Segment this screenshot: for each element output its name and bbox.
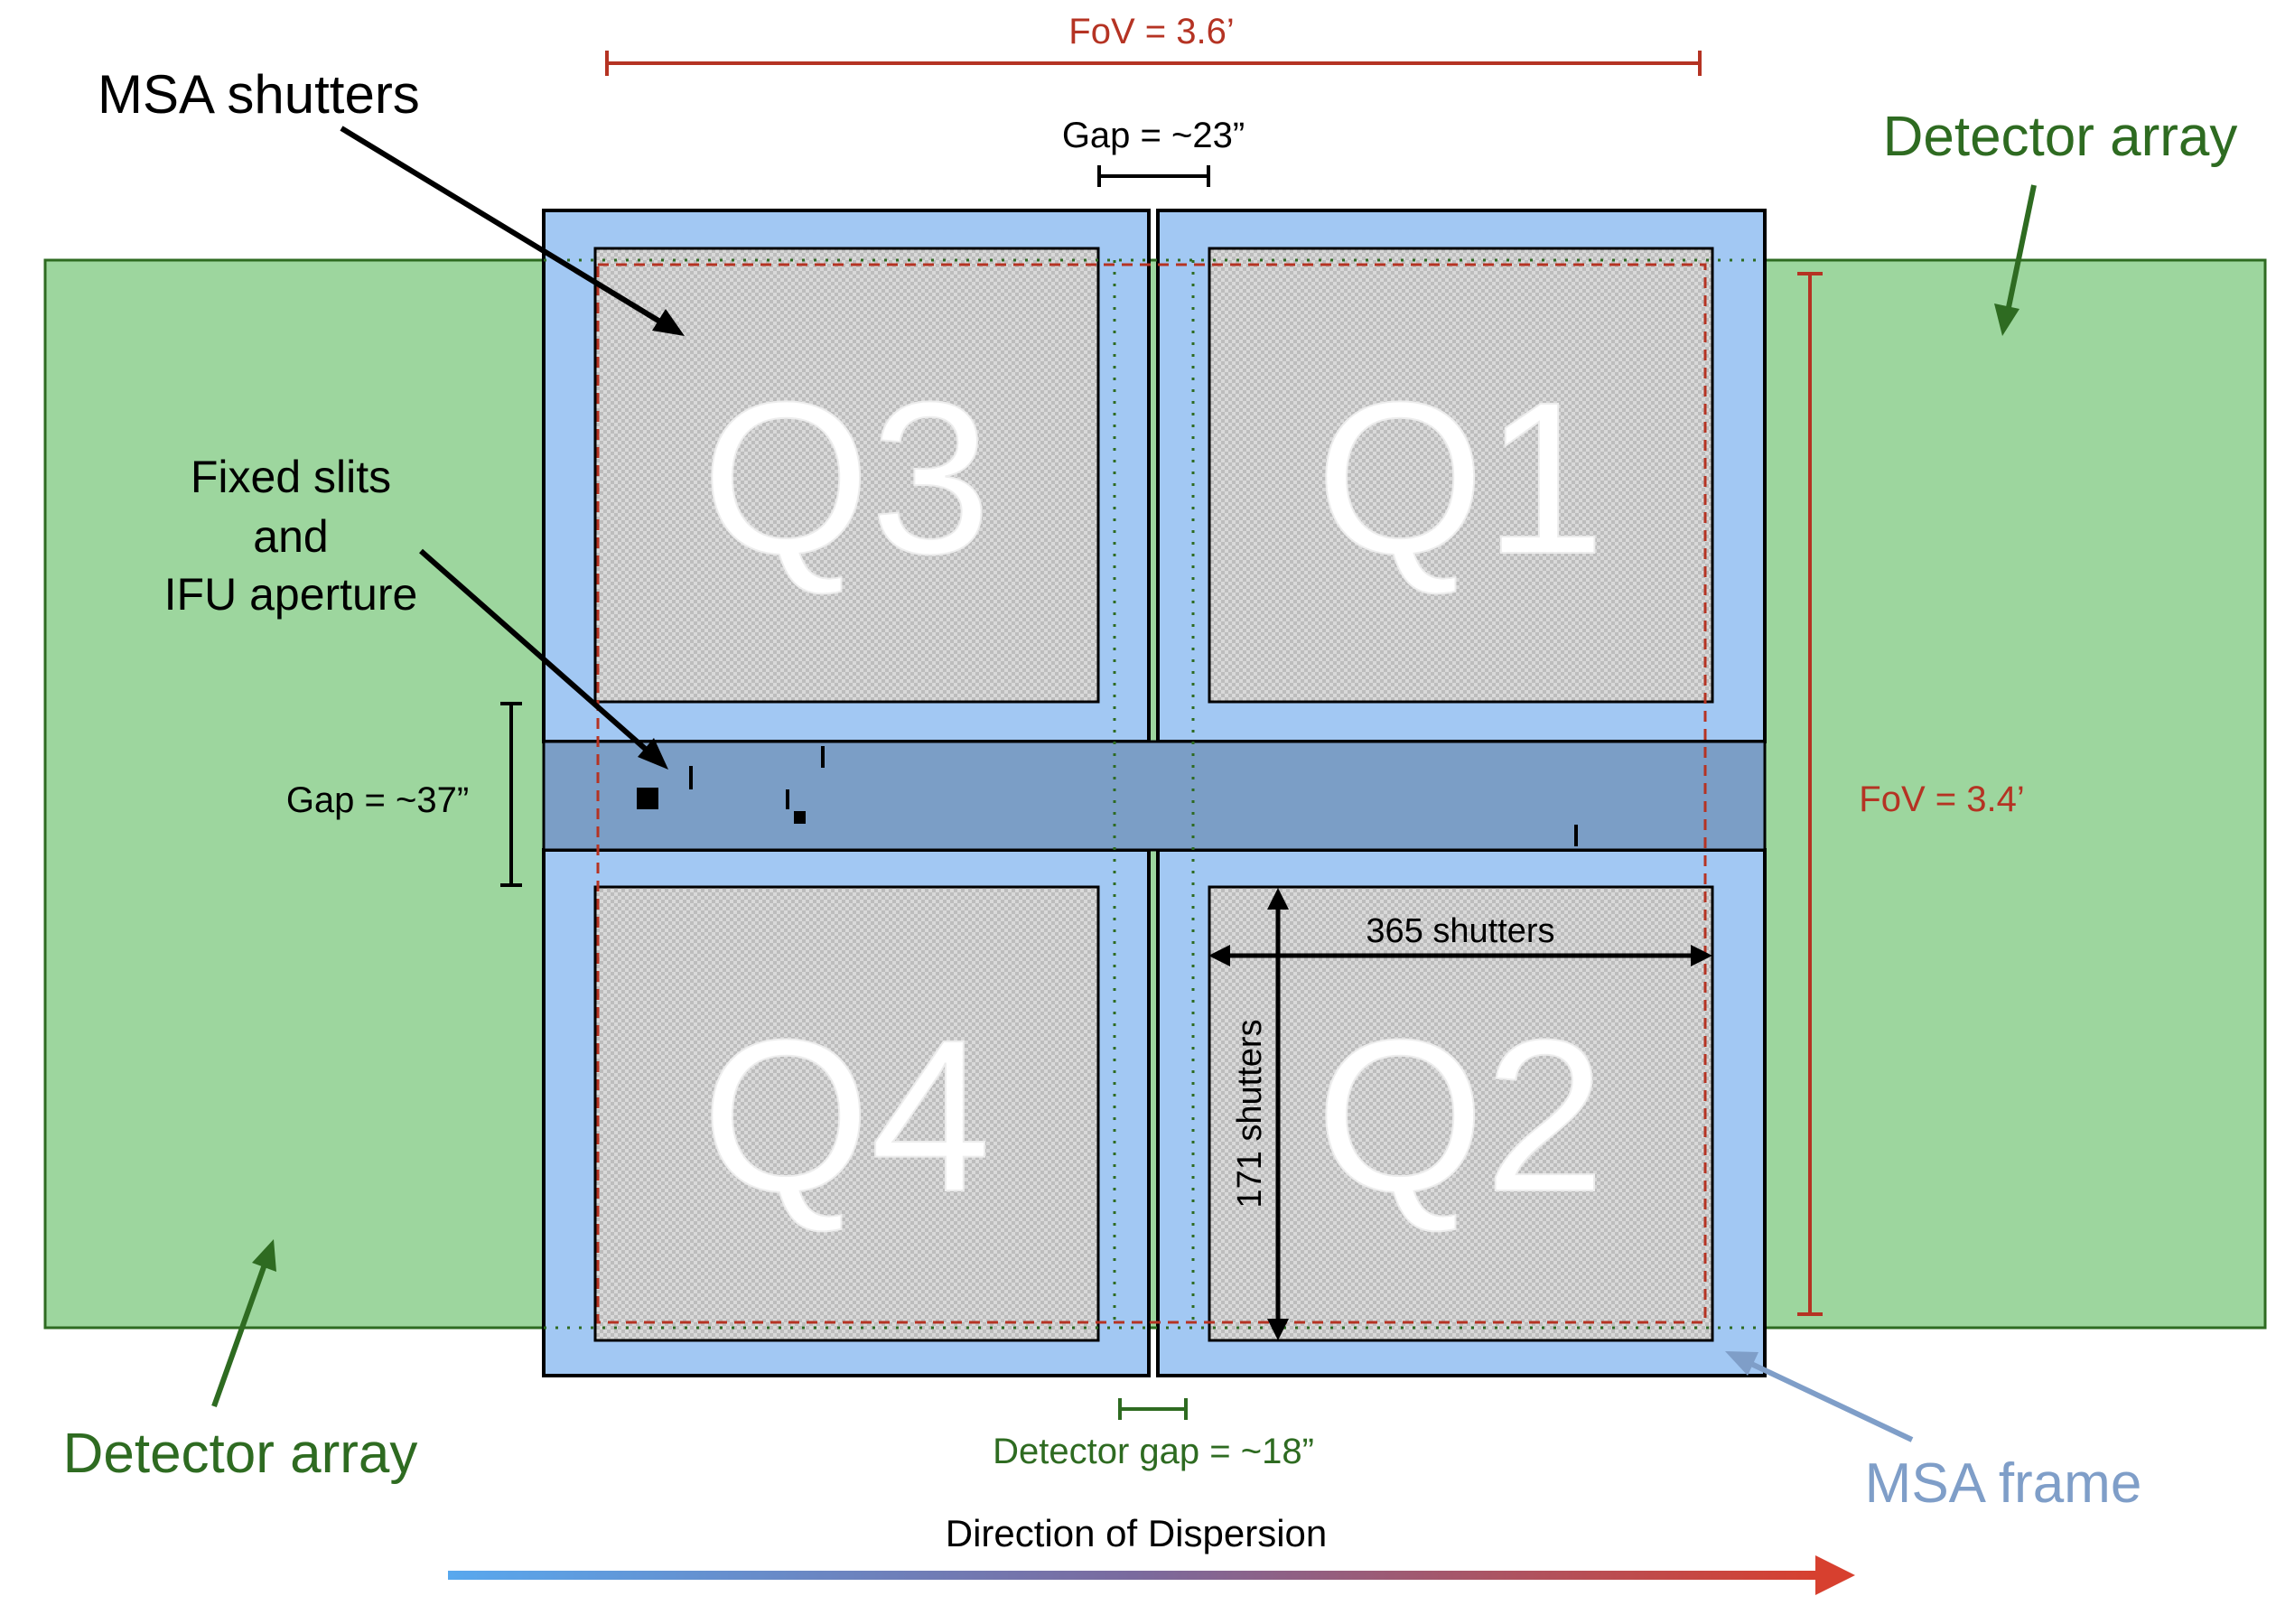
msa-shutters-arrow (340, 126, 685, 336)
detector-array-arrow-top (1994, 184, 2037, 336)
msa-frame-arrow (1725, 1351, 1914, 1442)
shutters-horizontal-arrow (1208, 945, 1712, 966)
fov-outline (596, 263, 1707, 1324)
dispersion-arrow (448, 1555, 1855, 1595)
fixed-slit-4 (794, 811, 806, 824)
shutters-horizontal-label: 365 shutters (1366, 912, 1554, 950)
fixed-slit-2 (821, 746, 825, 768)
detector-array-arrow-bottom (211, 1239, 276, 1408)
fixed-slits-label-3: IFU aperture (164, 569, 418, 620)
msa-frame-label: MSA frame (1865, 1452, 2142, 1515)
shutters-q3 (593, 247, 1100, 704)
detector-gap-label: Detector gap = ~18” (993, 1432, 1314, 1471)
q2-label: Q2 (1316, 994, 1605, 1237)
shutters-vertical-arrow (1267, 888, 1289, 1340)
fixed-slits-label-2: and (253, 511, 328, 562)
q4-label: Q4 (702, 994, 991, 1237)
shutters-q4 (593, 885, 1100, 1342)
q1-label: Q1 (1316, 357, 1605, 599)
fixed-slit-5 (1574, 825, 1578, 846)
gap-vertical-dimension (500, 702, 522, 887)
detector-array-label-bottom: Detector array (63, 1423, 418, 1485)
detector-array-label-top: Detector array (1883, 106, 2238, 168)
shutters-q2 (1208, 885, 1714, 1342)
dispersion-label: Direction of Dispersion (946, 1512, 1328, 1554)
shutter-arrays (593, 247, 1714, 1342)
shutters-vertical-label: 171 shutters (1231, 1019, 1269, 1208)
msa-shutters-label: MSA shutters (98, 64, 420, 125)
fixed-slits-label-1: Fixed slits (191, 452, 391, 502)
fixed-slit-3 (786, 789, 789, 809)
fixed-slits (637, 746, 1578, 846)
fixed-slit-1 (689, 766, 693, 789)
detector-edges (544, 258, 1765, 1330)
fixed-slits-arrow (419, 548, 668, 770)
fov-vertical-label: FoV = 3.4’ (1859, 779, 2024, 819)
gap-horizontal-dimension (1097, 165, 1210, 187)
gap-vertical-label: Gap = ~37” (286, 780, 469, 820)
fov-vertical-dimension (1797, 272, 1823, 1316)
detector-gap-dimension (1118, 1398, 1188, 1420)
shutters-q1 (1208, 247, 1714, 704)
fov-horizontal-label: FoV = 3.6’ (1068, 12, 1234, 51)
fixed-slit-band (542, 740, 1767, 852)
fov-horizontal-dimension (605, 51, 1702, 76)
q3-label: Q3 (702, 357, 991, 599)
ifu-aperture (637, 788, 658, 809)
gap-horizontal-label: Gap = ~23” (1062, 116, 1245, 155)
